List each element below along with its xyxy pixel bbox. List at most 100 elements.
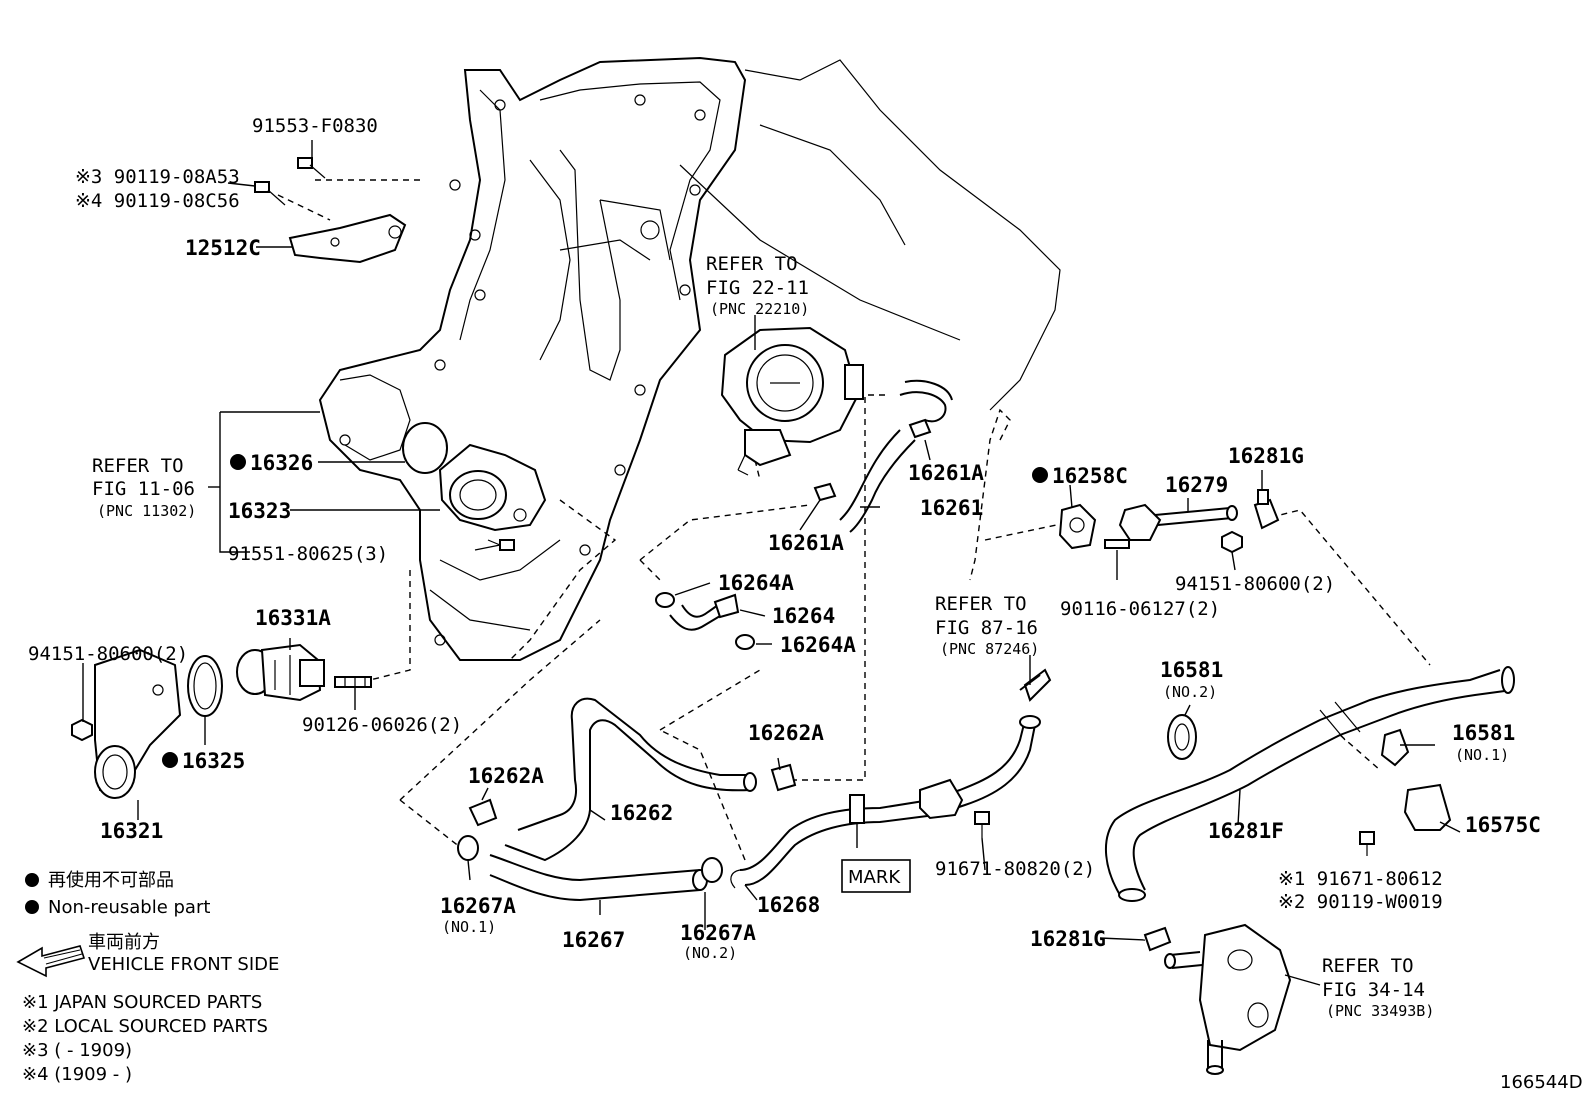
label-90119-w0019: ※2 90119-W0019	[1278, 891, 1443, 913]
legend-note1: ※1 JAPAN SOURCED PARTS	[22, 992, 262, 1013]
label-16281f: 16281F	[1208, 819, 1284, 843]
label-16261a-lower: 16261A	[768, 531, 844, 555]
refer-8716-line1: REFER TO	[935, 593, 1027, 615]
legend-note2: ※2 LOCAL SOURCED PARTS	[22, 1016, 268, 1037]
label-16326: 16326	[250, 451, 313, 475]
bracket-16575c	[1403, 783, 1452, 831]
clamp-16267a-no1	[457, 835, 479, 861]
clamp-16262a-right	[770, 763, 797, 792]
stud-90116	[1104, 539, 1130, 549]
bolt-90119	[254, 181, 286, 206]
pipe-16279	[1118, 503, 1238, 541]
nonreuse-bullet-16326	[230, 454, 246, 470]
label-90126: 90126-06026(2)	[302, 714, 462, 736]
thermostat-16331a	[236, 643, 325, 702]
label-16321: 16321	[100, 819, 163, 843]
legend-front-en: VEHICLE FRONT SIDE	[88, 954, 279, 975]
legend-bullet-en	[25, 900, 39, 914]
label-90116: 90116-06127(2)	[1060, 598, 1220, 620]
water-inlet-housing-16323	[438, 443, 547, 532]
hose-16261	[839, 380, 953, 533]
pipe-16268	[730, 715, 1041, 889]
label-16262: 16262	[610, 801, 673, 825]
clamp-16261a-upper	[908, 418, 932, 439]
legend: 再使用不可部品 Non-reusable part 車両前方 VEHICLE F…	[16, 870, 279, 1085]
legend-note4: ※4 (1909 - )	[22, 1064, 132, 1085]
refer-8716-line2: FIG 87-16	[935, 617, 1038, 639]
legend-nonreuse-jp: 再使用不可部品	[48, 870, 174, 891]
clamp-16261a-lower	[813, 482, 837, 502]
throttle-body	[720, 326, 864, 476]
label-16331a: 16331A	[255, 606, 331, 630]
label-16264a-lower: 16264A	[780, 633, 856, 657]
clamp-16281g-lower	[1143, 926, 1172, 952]
figure-id: 166544D	[1500, 1072, 1583, 1093]
label-16581-no2: 16581	[1160, 658, 1223, 682]
bolt-91553	[297, 157, 326, 179]
label-12512c: 12512C	[185, 236, 261, 260]
label-16261a-upper: 16261A	[908, 461, 984, 485]
hose-16267	[489, 854, 708, 902]
legend-front-jp: 車両前方	[88, 932, 160, 953]
refer-1106-line1: REFER TO	[92, 455, 184, 477]
label-16262a-left: 16262A	[468, 764, 544, 788]
oil-cooler	[1164, 923, 1292, 1075]
mark-box	[841, 859, 911, 893]
nut-94151-left	[71, 718, 93, 742]
nonreuse-bullet-16258c	[1032, 467, 1048, 483]
refer-1106-line2: FIG 11-06	[92, 478, 195, 500]
refer-3414-line3: (PNC 33493B)	[1326, 1002, 1434, 1020]
label-90119-b: ※4 90119-08C56	[75, 190, 240, 212]
refer-2211-line2: FIG 22-11	[706, 277, 809, 299]
label-16267: 16267	[562, 928, 625, 952]
label-16267a-no1: 16267A	[440, 894, 516, 918]
mark-text: MARK	[848, 867, 901, 888]
clamp-16264a-lower	[735, 634, 755, 650]
gasket-16325	[187, 655, 223, 717]
label-16267a-no2-sub: (NO.2)	[683, 944, 737, 962]
timing-chain-cover	[318, 56, 747, 661]
label-94151-left: 94151-80600(2)	[28, 643, 188, 665]
label-16575c: 16575C	[1465, 813, 1541, 837]
refer-1106-line3: (PNC 11302)	[97, 502, 196, 520]
label-16279: 16279	[1165, 473, 1228, 497]
hose-16262	[504, 697, 757, 862]
gasket-16326	[402, 422, 448, 474]
clamp-16581-no1	[1380, 728, 1410, 767]
refer-2211-line1: REFER TO	[706, 253, 798, 275]
legend-note3: ※3 ( - 1909)	[22, 1040, 132, 1061]
dashed-leaders	[277, 179, 1431, 861]
refer-2211-line3: (PNC 22210)	[710, 300, 809, 318]
label-91671-80612: ※1 91671-80612	[1278, 868, 1443, 890]
label-16581-no2-sub: (NO.2)	[1163, 683, 1217, 701]
nonreuse-bullet-16325	[162, 752, 178, 768]
label-16262a-right: 16262A	[748, 721, 824, 745]
label-16267a-no2: 16267A	[680, 921, 756, 945]
clamp-16281g-upper	[1253, 489, 1280, 530]
bolt-91671-80612	[1359, 831, 1375, 856]
refer-3414-line2: FIG 34-14	[1322, 979, 1425, 1001]
leader-lines	[82, 140, 1461, 986]
gasket-16258c	[1058, 503, 1097, 550]
label-16581-no1-sub: (NO.1)	[1455, 746, 1509, 764]
water-inlet-16321	[94, 648, 182, 799]
hose-16281f	[1104, 666, 1515, 902]
label-16281g-upper: 16281G	[1228, 444, 1304, 468]
clamp-16262a-left	[468, 798, 498, 827]
hose-16264	[669, 593, 740, 631]
label-91553: 91553-F0830	[252, 115, 378, 137]
refer-8716-line3: (PNC 87246)	[940, 640, 1039, 658]
label-16258c: 16258C	[1052, 464, 1128, 488]
stud-90126	[334, 676, 372, 688]
bolt-91671	[974, 811, 990, 838]
engine-block-outline	[679, 59, 1061, 411]
refer-3414-line1: REFER TO	[1322, 955, 1414, 977]
label-16323: 16323	[228, 499, 291, 523]
label-91551: 91551-80625(3)	[228, 543, 388, 565]
label-16264a-upper: 16264A	[718, 571, 794, 595]
nut-94151-right	[1221, 530, 1243, 554]
bracket-12512c	[288, 213, 407, 264]
label-94151-right: 94151-80600(2)	[1175, 573, 1335, 595]
label-16264: 16264	[772, 604, 835, 628]
